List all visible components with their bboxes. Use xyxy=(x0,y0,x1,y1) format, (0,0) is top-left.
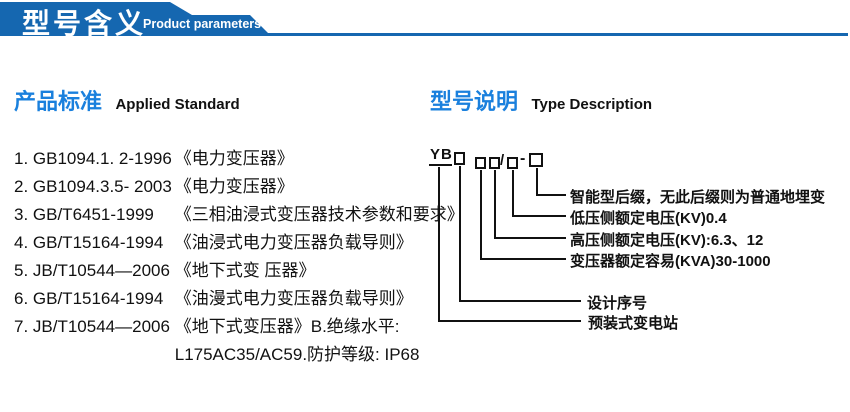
connector-line xyxy=(459,300,581,302)
connector-line xyxy=(438,320,581,322)
code-box-capacity xyxy=(475,157,486,169)
standard-row: 5. JB/T10544—2006 《地下式变 压器》 xyxy=(14,257,434,285)
applied-standard-title-cn: 产品标准 xyxy=(14,89,103,114)
applied-standard-header: 产品标准 Applied Standard xyxy=(14,84,240,116)
connector-line xyxy=(459,166,461,302)
standard-name: 《地下式变压器》B.绝缘水平: xyxy=(174,317,400,336)
connector-line xyxy=(494,170,496,239)
standard-name: 《电力变压器》 xyxy=(174,149,294,168)
standard-name: 《地下式变 压器》 xyxy=(174,261,316,280)
connector-line xyxy=(480,170,482,260)
applied-standard-title-en: Applied Standard xyxy=(115,96,240,113)
type-code-prefix: YB xyxy=(430,146,453,163)
standard-name: 《电力变压器》 xyxy=(174,177,294,196)
code-box-lv-voltage xyxy=(507,157,518,169)
standard-name: 《油浸式电力变压器负载导则》 xyxy=(174,233,413,252)
standard-row: 1. GB1094.1. 2-1996 《电力变压器》 xyxy=(14,145,434,173)
banner-ribbon-shape xyxy=(0,2,848,36)
standard-code: 2. GB1094.3.5- 2003 xyxy=(14,177,172,196)
type-description-header: 型号说明 Type Description xyxy=(430,84,652,116)
standards-list: 1. GB1094.1. 2-1996 《电力变压器》 2. GB1094.3.… xyxy=(14,145,464,369)
standard-row: 4. GB/T15164-1994 《油浸式电力变压器负载导则》 xyxy=(14,229,434,257)
label-design-serial: 设计序号 xyxy=(587,295,648,312)
standard-row: L175AC35/AC59.防护等级: IP68 xyxy=(14,341,434,369)
standard-code: 3. GB/T6451-1999 xyxy=(14,205,154,224)
standard-code: 5. JB/T10544—2006 xyxy=(14,261,170,280)
code-slash: / xyxy=(500,152,505,169)
code-box-smart-suffix xyxy=(529,153,543,167)
type-description-title-en: Type Description xyxy=(531,96,653,113)
standard-row: 6. GB/T15164-1994 《油漫式电力变压器负载导则》 xyxy=(14,285,434,313)
connector-line xyxy=(512,170,514,217)
type-code-prefix-underline xyxy=(429,164,452,166)
code-box-hv-voltage xyxy=(489,157,500,169)
label-prefabricated-substation: 预装式变电站 xyxy=(588,315,679,332)
code-dash: - xyxy=(520,150,526,167)
standard-code: 7. JB/T10544—2006 xyxy=(14,317,170,336)
standard-code: 1. GB1094.1. 2-1996 xyxy=(14,149,172,168)
connector-line xyxy=(480,258,566,260)
page-subtitle: Product parameters xyxy=(143,17,262,31)
connector-line xyxy=(438,167,440,322)
connector-line xyxy=(536,194,566,196)
connector-line xyxy=(536,168,538,196)
connector-line xyxy=(494,237,566,239)
standard-code: 4. GB/T15164-1994 xyxy=(14,233,164,252)
connector-line xyxy=(512,215,566,217)
standard-row: 7. JB/T10544—2006 《地下式变压器》B.绝缘水平: xyxy=(14,313,434,341)
type-description-title-cn: 型号说明 xyxy=(430,89,519,114)
code-box-design-serial xyxy=(454,152,465,165)
label-rated-capacity: 变压器额定容易(KVA)30-1000 xyxy=(570,253,771,270)
label-lv-rated-voltage: 低压侧额定电压(KV)0.4 xyxy=(570,210,727,227)
standard-row: 2. GB1094.3.5- 2003 《电力变压器》 xyxy=(14,173,434,201)
standard-name: 《油漫式电力变压器负载导则》 xyxy=(174,289,413,308)
standard-code: 6. GB/T15164-1994 xyxy=(14,289,164,308)
page-title: 型号含义 xyxy=(22,8,147,39)
standard-name: L175AC35/AC59.防护等级: IP68 xyxy=(174,345,420,364)
standard-row: 3. GB/T6451-1999 《三相油浸式变压器技术参数和要求》 xyxy=(14,201,464,229)
label-hv-rated-voltage: 高压侧额定电压(KV):6.3、12 xyxy=(570,232,764,249)
label-smart-suffix: 智能型后缀，无此后缀则为普通地埋变 xyxy=(570,189,826,206)
standard-name: 《三相油浸式变压器技术参数和要求》 xyxy=(174,205,464,224)
